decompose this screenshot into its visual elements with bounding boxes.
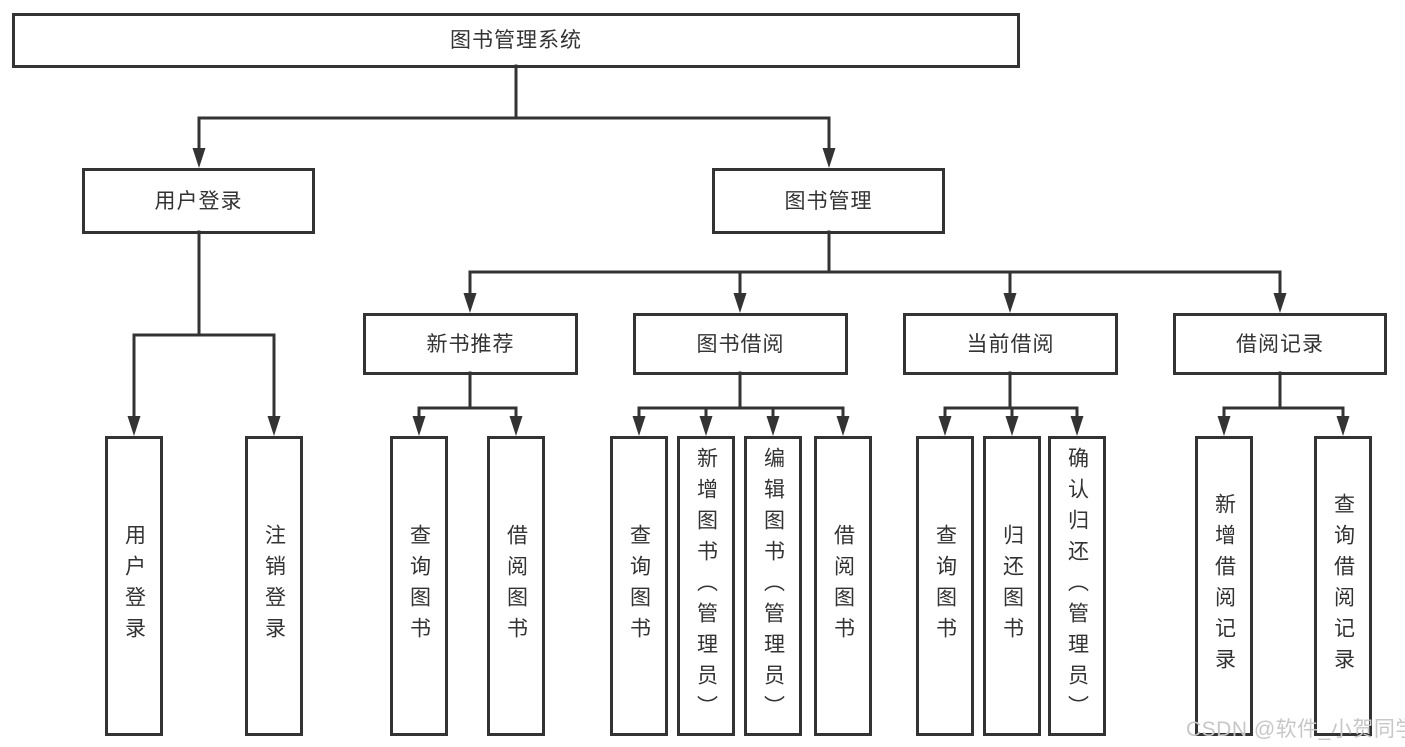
- node-leaf-user-login: 用户登录: [105, 436, 163, 736]
- node-label-leaf-confirm-return: 确认归还（管理员）: [1065, 446, 1089, 726]
- node-label-new-book-recommend: 新书推荐: [426, 332, 515, 356]
- node-label-borrowing-records: 借阅记录: [1236, 332, 1324, 356]
- csdn-watermark: CSDN @软件_小贺同学: [1186, 718, 1405, 741]
- node-label-leaf-add-book: 新增图书（管理员）: [694, 446, 718, 726]
- node-leaf-logout: 注销登录: [245, 436, 303, 736]
- node-label-leaf-query-books-2: 查询图书: [627, 524, 651, 648]
- node-label-leaf-user-login: 用户登录: [122, 524, 146, 648]
- node-label-leaf-borrow-books-2: 借阅图书: [831, 524, 855, 648]
- node-leaf-borrow-books-2: 借阅图书: [814, 436, 872, 736]
- node-book-borrowing: 图书借阅: [633, 313, 848, 375]
- node-label-user-login-module: 用户登录: [154, 189, 243, 213]
- node-label-book-management: 图书管理: [784, 189, 873, 213]
- node-leaf-query-books-2: 查询图书: [610, 436, 668, 736]
- node-root: 图书管理系统: [12, 13, 1020, 68]
- node-leaf-add-book: 新增图书（管理员）: [677, 436, 735, 736]
- node-borrowing-records: 借阅记录: [1173, 313, 1387, 375]
- node-label-leaf-return-book: 归还图书: [1000, 524, 1024, 648]
- node-leaf-borrow-books-1: 借阅图书: [487, 436, 545, 736]
- node-leaf-confirm-return: 确认归还（管理员）: [1048, 436, 1106, 736]
- node-user-login-module: 用户登录: [82, 168, 315, 234]
- node-leaf-edit-book: 编辑图书（管理员）: [744, 436, 802, 736]
- node-leaf-return-book: 归还图书: [983, 436, 1041, 736]
- node-label-leaf-query-books-3: 查询图书: [933, 524, 957, 648]
- node-label-current-borrowing: 当前借阅: [966, 332, 1055, 356]
- node-new-book-recommend: 新书推荐: [363, 313, 578, 375]
- node-leaf-add-record: 新增借阅记录: [1195, 436, 1253, 736]
- node-label-leaf-edit-book: 编辑图书（管理员）: [761, 446, 785, 726]
- node-label-leaf-query-record: 查询借阅记录: [1331, 493, 1355, 679]
- node-label-leaf-logout: 注销登录: [262, 524, 286, 648]
- node-label-book-borrowing: 图书借阅: [696, 332, 785, 356]
- node-book-management: 图书管理: [712, 168, 945, 234]
- node-label-root: 图书管理系统: [450, 29, 582, 52]
- node-label-leaf-query-books-1: 查询图书: [407, 524, 431, 648]
- node-leaf-query-record: 查询借阅记录: [1314, 436, 1372, 736]
- node-current-borrowing: 当前借阅: [903, 313, 1118, 375]
- node-leaf-query-books-1: 查询图书: [390, 436, 448, 736]
- node-label-leaf-borrow-books-1: 借阅图书: [504, 524, 528, 648]
- node-leaf-query-books-3: 查询图书: [916, 436, 974, 736]
- node-label-leaf-add-record: 新增借阅记录: [1212, 493, 1236, 679]
